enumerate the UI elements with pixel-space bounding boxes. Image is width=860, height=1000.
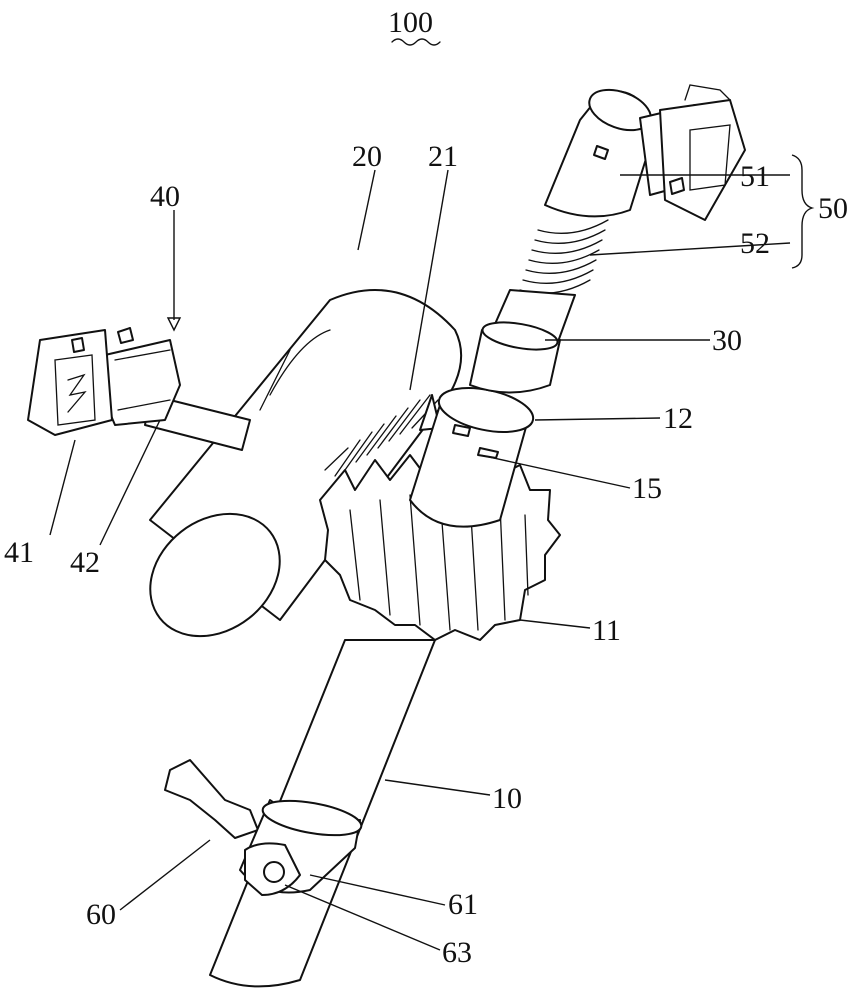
label-12: 12 <box>663 402 693 435</box>
label-11: 11 <box>592 614 621 647</box>
label-51: 51 <box>740 160 770 193</box>
spring <box>520 220 608 293</box>
label-50: 50 <box>818 192 848 225</box>
connector-left <box>28 328 250 450</box>
label-30: 30 <box>712 324 742 357</box>
label-42: 42 <box>70 546 100 579</box>
label-10: 10 <box>492 782 522 815</box>
label-100: 100 <box>388 6 433 39</box>
label-52: 52 <box>740 227 770 260</box>
label-21: 21 <box>428 140 458 173</box>
label-60: 60 <box>86 898 116 931</box>
connector-upper <box>545 82 745 220</box>
label-20: 20 <box>352 140 382 173</box>
brace-50 <box>792 155 812 268</box>
collar <box>470 290 575 393</box>
label-40: 40 <box>150 180 180 213</box>
label-100-wavy-underline <box>392 39 440 45</box>
label-63: 63 <box>442 936 472 969</box>
label-61: 61 <box>448 888 478 921</box>
label-15: 15 <box>632 472 662 505</box>
label-41: 41 <box>4 536 34 569</box>
